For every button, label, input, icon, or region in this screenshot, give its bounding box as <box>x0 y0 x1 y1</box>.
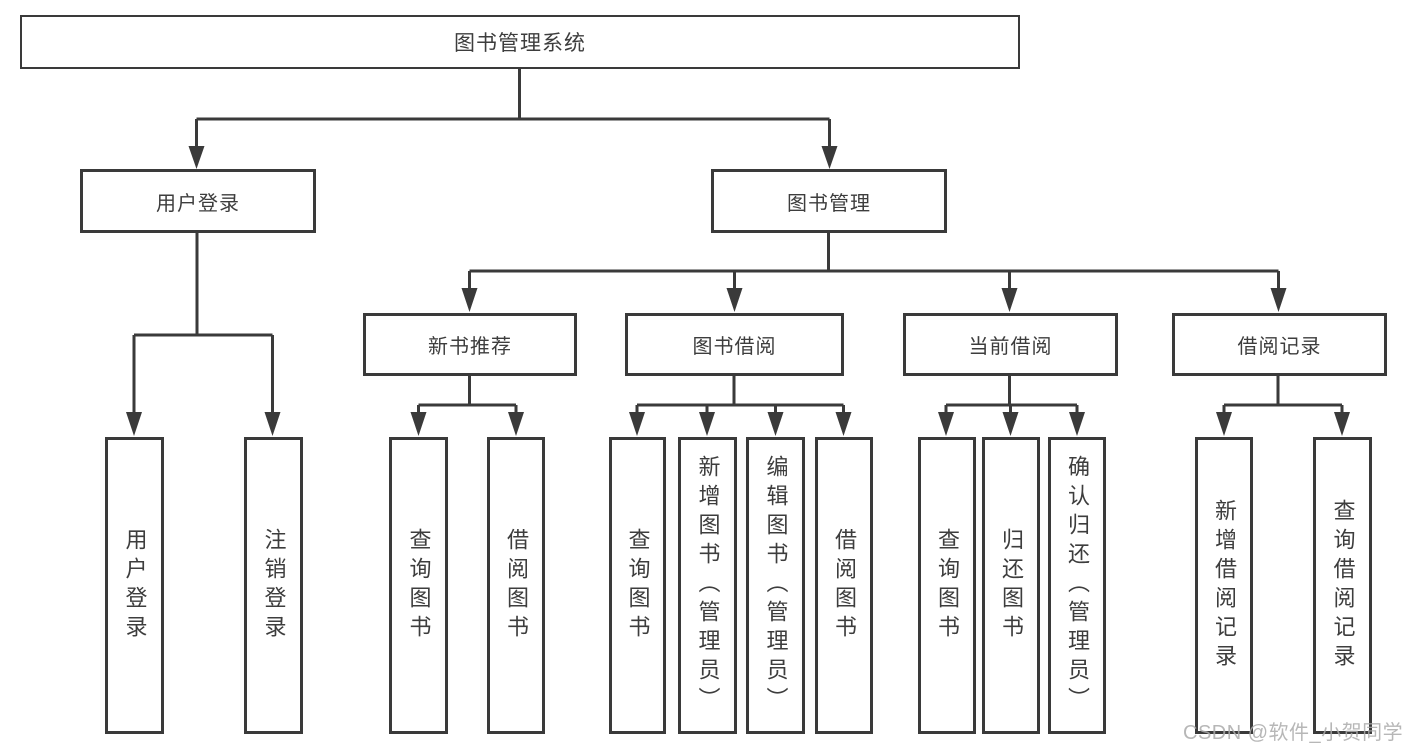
leaf-add-borrow-record-label: 新增借阅记录 <box>1212 498 1237 673</box>
leaf-borrow-borrow-books: 借阅图书 <box>815 437 873 734</box>
leaf-query-borrow-record-label: 查询借阅记录 <box>1330 498 1356 673</box>
csdn-watermark: CSDN @软件_小贺同学 <box>1183 722 1404 744</box>
connector-userlogin-to-leaves <box>126 232 281 436</box>
node-root-label: 图书管理系统 <box>454 32 586 55</box>
node-current-borrowing-label: 当前借阅 <box>968 336 1053 358</box>
leaf-newbooks-query-books: 查询图书 <box>389 437 448 734</box>
node-book-borrowing: 图书借阅 <box>625 313 844 376</box>
leaf-newbooks-query-books-label: 查询图书 <box>406 527 432 644</box>
leaf-logout: 注销登录 <box>244 437 303 734</box>
leaf-confirm-return-admin: 确认归还（管理员） <box>1048 437 1106 734</box>
leaf-user-login: 用户登录 <box>105 437 164 734</box>
connector-root-to-level2 <box>188 68 838 169</box>
leaf-borrow-borrow-books-label: 借阅图书 <box>832 527 857 644</box>
leaf-edit-book-admin: 编辑图书（管理员） <box>746 437 805 734</box>
leaf-query-borrow-record: 查询借阅记录 <box>1313 437 1372 734</box>
node-book-borrowing-label: 图书借阅 <box>692 336 777 358</box>
leaf-edit-book-admin-label: 编辑图书（管理员） <box>763 455 789 716</box>
connector-bookmgmt-to-level3 <box>461 232 1287 312</box>
node-borrowing-records: 借阅记录 <box>1172 313 1387 376</box>
leaf-current-query-books-label: 查询图书 <box>935 527 960 644</box>
leaf-borrow-query-books: 查询图书 <box>609 437 666 734</box>
leaf-add-borrow-record: 新增借阅记录 <box>1195 437 1253 734</box>
node-user-login-branch-label: 用户登录 <box>156 192 240 215</box>
node-borrowing-records-label: 借阅记录 <box>1237 336 1322 358</box>
leaf-return-books: 归还图书 <box>982 437 1040 734</box>
node-new-book-recommend-label: 新书推荐 <box>428 336 512 358</box>
connector-records-to-leaves <box>1216 376 1350 436</box>
leaf-user-login-label: 用户登录 <box>122 527 148 644</box>
node-root: 图书管理系统 <box>20 15 1020 69</box>
leaf-add-book-admin-label: 新增图书（管理员） <box>695 455 721 716</box>
node-book-management: 图书管理 <box>711 169 947 233</box>
leaf-borrow-query-books-label: 查询图书 <box>625 527 651 644</box>
node-current-borrowing: 当前借阅 <box>903 313 1118 376</box>
connector-current-to-leaves <box>938 376 1085 436</box>
leaf-return-books-label: 归还图书 <box>999 527 1024 644</box>
node-new-book-recommend: 新书推荐 <box>363 313 577 376</box>
leaf-newbooks-borrow-books: 借阅图书 <box>487 437 545 734</box>
node-user-login-branch: 用户登录 <box>80 169 316 233</box>
connector-borrow-to-leaves <box>629 376 852 436</box>
leaf-current-query-books: 查询图书 <box>918 437 976 734</box>
leaf-add-book-admin: 新增图书（管理员） <box>678 437 737 734</box>
connector-newbooks-to-leaves <box>410 376 524 436</box>
leaf-newbooks-borrow-books-label: 借阅图书 <box>504 527 529 644</box>
leaf-logout-label: 注销登录 <box>261 527 287 644</box>
leaf-confirm-return-admin-label: 确认归还（管理员） <box>1065 455 1090 716</box>
node-book-management-label: 图书管理 <box>787 192 871 215</box>
